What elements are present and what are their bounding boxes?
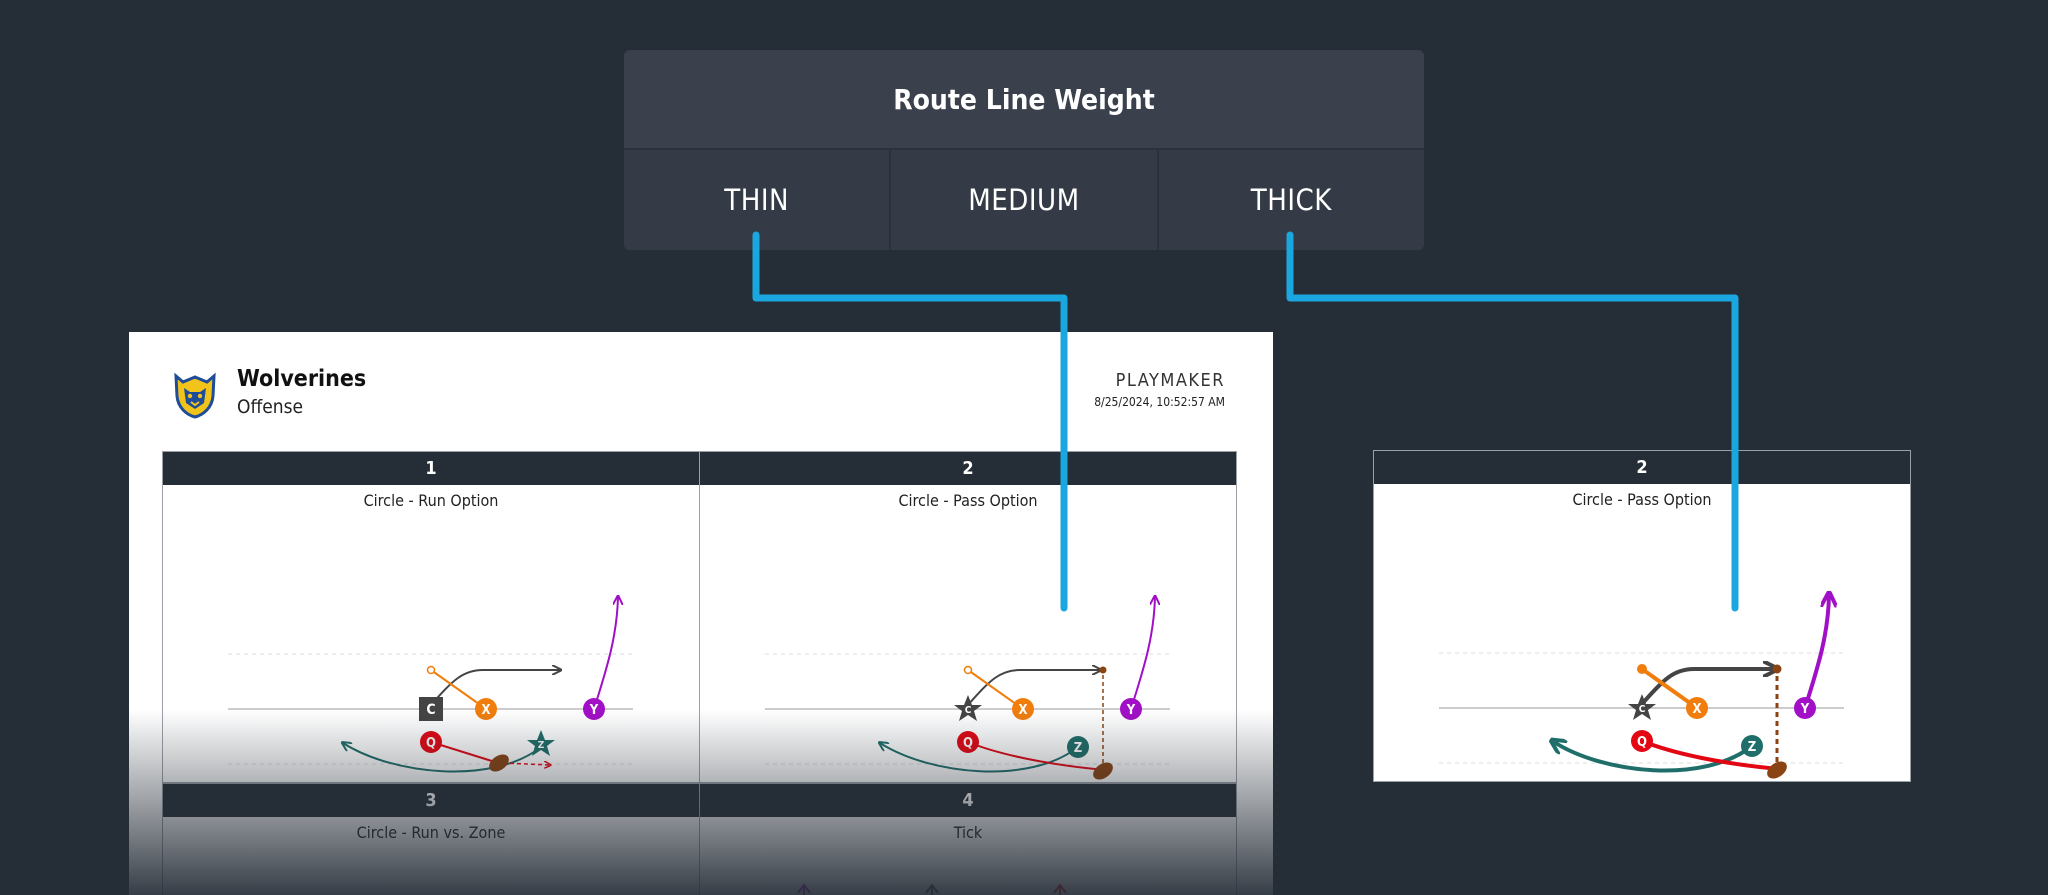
- x-route: [967, 669, 1024, 710]
- y-label: Y: [589, 703, 599, 718]
- z-label: Z: [1748, 740, 1756, 755]
- route-line-weight-panel: Route Line Weight THIN MEDIUM THICK: [624, 50, 1424, 250]
- qb-player: [1631, 730, 1653, 752]
- panel-title: Route Line Weight: [624, 50, 1424, 150]
- z-label: Z: [1074, 741, 1082, 756]
- x-route: [430, 669, 487, 710]
- play-number: 3: [163, 784, 699, 817]
- x-label: X: [1018, 703, 1027, 718]
- play-number: 4: [700, 784, 1236, 817]
- qb-route: [1641, 739, 1780, 771]
- x-label: X: [1692, 702, 1701, 717]
- play-diagram: C X Y Q Z: [228, 485, 633, 773]
- y-player: [1794, 697, 1816, 719]
- print-timestamp: 8/25/2024, 10:52:57 AM: [1094, 395, 1225, 409]
- x-label: X: [481, 703, 490, 718]
- thick-option[interactable]: THICK: [1250, 183, 1332, 217]
- playmaker-brand: PLAYMAKER: [1115, 370, 1225, 391]
- center-route: [430, 670, 560, 706]
- center-label: C: [965, 705, 972, 716]
- play-card-2[interactable]: 2 Circle - Pass Option C X Y Q: [699, 451, 1237, 783]
- x-player: [1686, 697, 1708, 719]
- center-label: C: [426, 702, 435, 718]
- y-route: [593, 597, 618, 710]
- team-name: Wolverines: [237, 366, 367, 392]
- play-name: Circle - Run Option: [363, 491, 499, 510]
- z-route: [343, 743, 542, 773]
- play-card-1[interactable]: 1 Circle - Run Option C X Y Q Z: [162, 451, 700, 783]
- z-route: [1554, 742, 1754, 773]
- center-route: [967, 670, 1100, 706]
- play-card-4[interactable]: 4 Tick: [699, 783, 1237, 895]
- team-unit: Offense: [237, 396, 304, 418]
- play-diagram: [797, 883, 1067, 895]
- play-card-3[interactable]: 3 Circle - Run vs. Zone: [162, 783, 700, 895]
- center-player: [1628, 694, 1656, 720]
- center-label: C: [1639, 704, 1646, 715]
- z-label: Z: [538, 740, 545, 751]
- medium-option[interactable]: MEDIUM: [891, 150, 1159, 250]
- y-label: Y: [1800, 702, 1810, 717]
- y-label: Y: [1126, 703, 1136, 718]
- playbook-sheet: Wolverines Offense PLAYMAKER 8/25/2024, …: [129, 332, 1273, 895]
- qb-label: Q: [426, 736, 436, 751]
- center-route: [1640, 669, 1774, 706]
- thin-option[interactable]: THIN: [624, 150, 892, 250]
- play-name: Circle - Run vs. Zone: [356, 823, 506, 842]
- play-number: 2: [700, 452, 1236, 485]
- z-player: [1741, 735, 1763, 757]
- x-route: [1640, 667, 1699, 710]
- play-diagram: C X Y Q Z: [765, 485, 1170, 780]
- play-number: 2: [1374, 451, 1910, 484]
- y-route: [1130, 597, 1155, 710]
- y-route: [1803, 596, 1829, 709]
- wolverine-logo-icon: [174, 372, 216, 419]
- play-number: 1: [163, 452, 699, 485]
- qb-label: Q: [963, 736, 973, 751]
- z-route: [880, 743, 1079, 773]
- qb-label: Q: [1637, 735, 1647, 750]
- football-icon: [1767, 761, 1787, 779]
- play-diagram: C X Y Q Z: [1439, 484, 1844, 779]
- thick-preview-card: 2 Circle - Pass Option C X Y Q Z: [1373, 450, 1911, 782]
- weight-options: THIN MEDIUM THICK: [624, 150, 1424, 250]
